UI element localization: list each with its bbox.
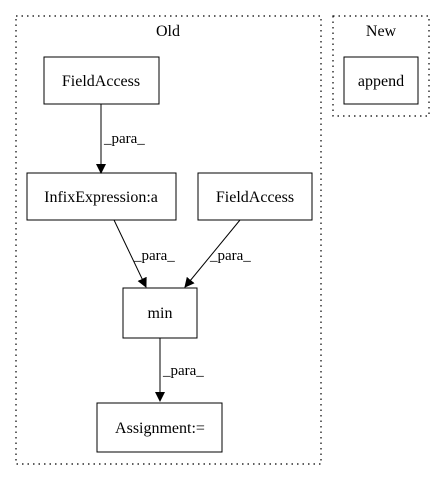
edge-field-right-to-min: _para_ bbox=[184, 219, 251, 288]
node-field-access-right-label: FieldAccess bbox=[216, 189, 294, 206]
cluster-new-label: New bbox=[366, 23, 397, 40]
edge-label-field-right-to-min: _para_ bbox=[209, 248, 251, 264]
node-assignment[interactable]: Assignment:= bbox=[96, 402, 223, 453]
cluster-old-label: Old bbox=[156, 23, 180, 40]
edge-label-infix-to-min: _para_ bbox=[133, 248, 175, 264]
node-append[interactable]: append bbox=[343, 56, 419, 105]
edge-label-field-to-infix: _para_ bbox=[103, 131, 145, 147]
cluster-new: New bbox=[332, 15, 430, 117]
node-infix-expression[interactable]: InfixExpression:a bbox=[26, 172, 177, 221]
node-assignment-label: Assignment:= bbox=[115, 420, 205, 437]
node-min[interactable]: min bbox=[122, 287, 198, 339]
node-field-access-top[interactable]: FieldAccess bbox=[43, 56, 160, 105]
edge-infix-to-min: _para_ bbox=[113, 219, 175, 288]
node-field-access-right[interactable]: FieldAccess bbox=[197, 172, 313, 221]
cluster-old: Old bbox=[15, 15, 322, 465]
edge-label-min-to-assignment: _para_ bbox=[162, 363, 204, 379]
edge-min-to-assignment: _para_ bbox=[155, 338, 204, 402]
node-min-label: min bbox=[148, 305, 173, 322]
node-field-access-top-label: FieldAccess bbox=[62, 73, 140, 90]
node-append-label: append bbox=[358, 73, 404, 90]
node-infix-expression-label: InfixExpression:a bbox=[44, 189, 158, 206]
edge-field-to-infix: _para_ bbox=[96, 104, 145, 174]
